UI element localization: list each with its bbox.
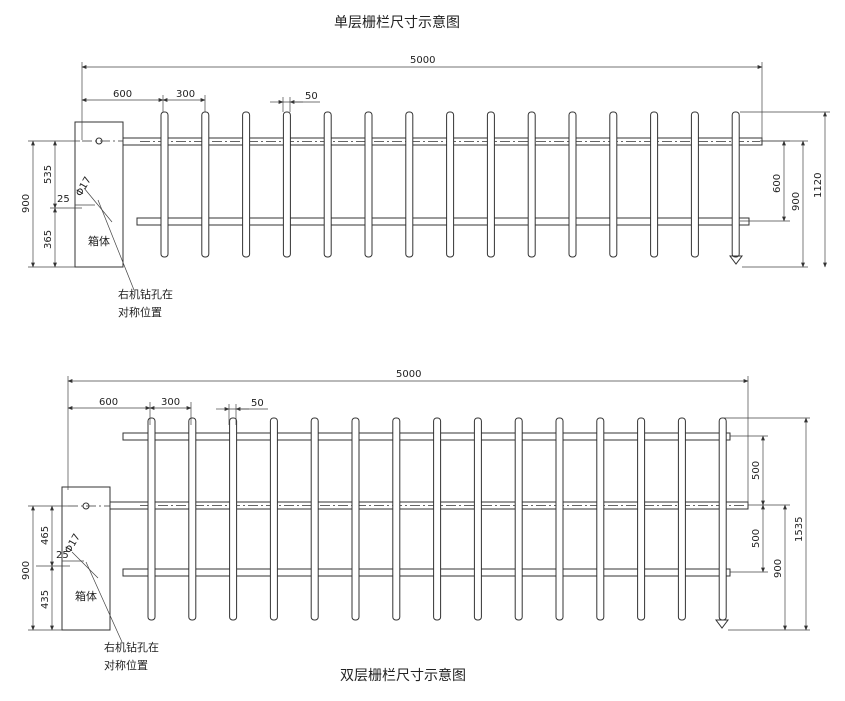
dim-overall-height: 1120 xyxy=(813,173,824,198)
fence-bar xyxy=(446,111,455,258)
dim-total-length: 5000 xyxy=(410,55,435,66)
end-foot xyxy=(715,619,729,629)
fence-bar xyxy=(229,417,238,621)
lower-rail xyxy=(136,217,750,226)
fence-bar xyxy=(392,417,401,621)
fence-bar xyxy=(282,111,291,258)
fence-bar xyxy=(147,417,156,621)
dim-first-offset: 600 xyxy=(99,397,118,408)
fence-bar xyxy=(637,417,646,621)
dim-right-height: 900 xyxy=(791,192,802,211)
lower-rail xyxy=(122,568,731,577)
dim-rail-gap-lower: 500 xyxy=(751,529,762,548)
fence-bar xyxy=(555,417,564,621)
fence-bar xyxy=(201,111,210,258)
box-label: 箱体 xyxy=(75,589,97,603)
fence-bar xyxy=(677,417,686,621)
dim-bar-width: 50 xyxy=(251,398,264,409)
fence-bars xyxy=(147,417,727,621)
dim-hole-offset: 25 xyxy=(56,550,69,561)
hole-leader xyxy=(83,187,113,223)
dim-hole-offset: 25 xyxy=(57,194,70,205)
dim-upper-part: 465 xyxy=(40,526,51,545)
double-layer-fence: 5000 600 300 50 900 465 435 25 Φ17 箱体 右机… xyxy=(21,369,810,672)
fence-bar xyxy=(650,111,659,258)
end-foot xyxy=(729,255,743,265)
dim-total-length: 5000 xyxy=(396,369,421,380)
fence-bar xyxy=(690,111,699,258)
drill-note-line2: 对称位置 xyxy=(118,305,162,319)
fence-bar xyxy=(364,111,373,258)
fence-bar xyxy=(323,111,332,258)
fence-bar xyxy=(269,417,278,621)
fence-bar xyxy=(731,111,740,258)
note-leader xyxy=(85,561,123,643)
fence-bar xyxy=(405,111,414,258)
fence-bar xyxy=(486,111,495,258)
dim-rail-gap: 600 xyxy=(772,174,783,193)
fence-bar xyxy=(718,417,727,621)
dim-spacing: 300 xyxy=(176,89,195,100)
fence-bar xyxy=(433,417,442,621)
dim-right-height: 900 xyxy=(773,559,784,578)
diagram-title-double: 双层栅栏尺寸示意图 xyxy=(340,668,466,684)
fence-bar xyxy=(351,417,360,621)
box-label: 箱体 xyxy=(88,234,110,248)
fence-bar xyxy=(527,111,536,258)
drill-note-line1: 右机钻孔在 xyxy=(118,287,173,301)
dim-overall-height: 1535 xyxy=(794,517,805,542)
fence-bar xyxy=(310,417,319,621)
dim-left-height: 900 xyxy=(21,194,32,213)
diagram-title-single: 单层栅栏尺寸示意图 xyxy=(334,15,460,31)
note-leader xyxy=(97,199,135,291)
upper-rail xyxy=(122,432,731,441)
dim-lower-part: 365 xyxy=(43,230,54,249)
dim-lower-part: 435 xyxy=(40,590,51,609)
dim-first-offset: 600 xyxy=(113,89,132,100)
dim-bar-width: 50 xyxy=(305,91,318,102)
fence-bar xyxy=(568,111,577,258)
fence-bar xyxy=(473,417,482,621)
fence-bar xyxy=(188,417,197,621)
single-layer-fence: 5000 600 300 50 900 535 365 25 Φ17 箱体 右机… xyxy=(21,55,830,319)
fence-bar xyxy=(160,111,169,258)
dim-left-height: 900 xyxy=(21,561,32,580)
hole-leader xyxy=(71,551,99,579)
fence-bar xyxy=(242,111,251,258)
fence-bars xyxy=(160,111,740,258)
dim-rail-gap-upper: 500 xyxy=(751,461,762,480)
drill-note-line1: 右机钻孔在 xyxy=(104,640,159,654)
control-box xyxy=(61,486,111,631)
fence-bar xyxy=(609,111,618,258)
dim-upper-part: 535 xyxy=(43,165,54,184)
drill-note-line2: 对称位置 xyxy=(104,658,148,672)
fence-bar xyxy=(514,417,523,621)
fence-bar xyxy=(596,417,605,621)
dim-spacing: 300 xyxy=(161,397,180,408)
